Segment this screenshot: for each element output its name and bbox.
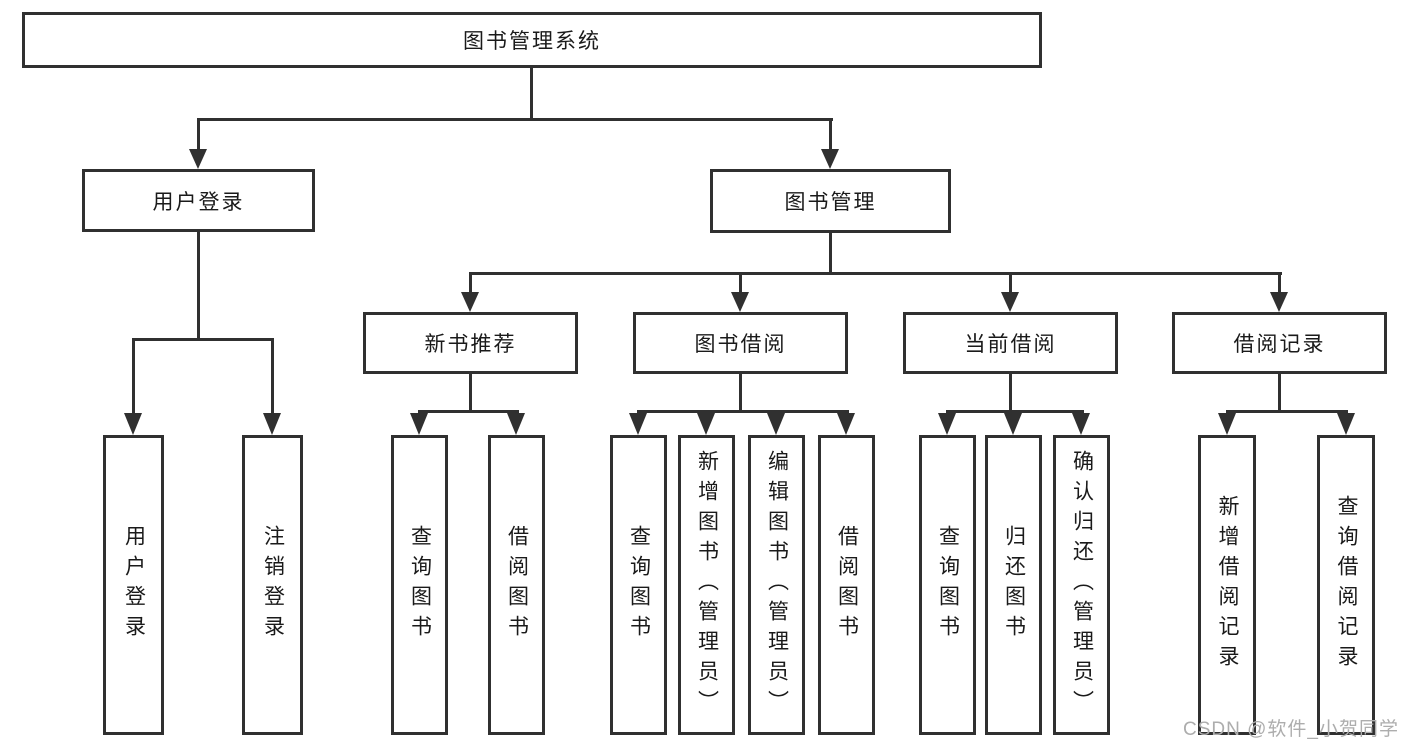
connector-recommend-horizontal — [418, 410, 519, 413]
leaf-borrow-books: 借阅图书 — [818, 435, 875, 735]
connector-login-horizontal — [132, 338, 274, 341]
leaf-user-login-label: 用户登录 — [122, 525, 146, 645]
watermark: CSDN @软件_小贺同学 — [1183, 719, 1399, 740]
leaf-query-books-borrowing-label: 查询图书 — [627, 525, 651, 645]
node-root: 图书管理系统 — [22, 12, 1042, 68]
connector-stub — [271, 338, 274, 415]
leaf-logout-label: 注销登录 — [261, 525, 285, 645]
leaf-return-books-label: 归还图书 — [1002, 525, 1026, 645]
leaf-add-borrow-record: 新增借阅记录 — [1198, 435, 1256, 735]
arrow-down-icon — [697, 413, 715, 435]
leaf-add-book-admin: 新增图书（管理员） — [678, 435, 735, 735]
leaf-confirm-return-admin-label: 确认归还（管理员） — [1070, 450, 1094, 720]
leaf-query-books-current-label: 查询图书 — [936, 525, 960, 645]
connector-root-vertical — [530, 68, 533, 118]
arrow-down-icon — [1218, 413, 1236, 435]
arrow-down-icon — [938, 413, 956, 435]
node-book-management-label: 图书管理 — [784, 191, 877, 214]
leaf-return-books: 归还图书 — [985, 435, 1042, 735]
arrow-down-icon — [1072, 413, 1090, 435]
leaf-logout: 注销登录 — [242, 435, 303, 735]
leaf-user-login: 用户登录 — [103, 435, 164, 735]
node-new-book-recommend-label: 新书推荐 — [424, 333, 517, 356]
arrow-down-icon — [461, 292, 479, 312]
connector-stub — [739, 272, 742, 294]
node-current-borrowing: 当前借阅 — [903, 312, 1118, 374]
connector-level3-horizontal — [469, 272, 1282, 275]
leaf-query-borrow-record: 查询借阅记录 — [1317, 435, 1375, 735]
connector-records-vertical — [1278, 374, 1281, 413]
leaf-borrow-books-recommend-label: 借阅图书 — [505, 525, 529, 645]
leaf-add-book-admin-label: 新增图书（管理员） — [695, 450, 719, 720]
arrow-down-icon — [124, 413, 142, 435]
leaf-query-books-borrowing: 查询图书 — [610, 435, 667, 735]
arrow-down-icon — [821, 149, 839, 169]
arrow-down-icon — [1337, 413, 1355, 435]
leaf-edit-book-admin-label: 编辑图书（管理员） — [765, 450, 789, 720]
leaf-query-books-recommend-label: 查询图书 — [408, 525, 432, 645]
leaf-edit-book-admin: 编辑图书（管理员） — [748, 435, 805, 735]
leaf-query-books-recommend: 查询图书 — [391, 435, 448, 735]
node-borrowing-records: 借阅记录 — [1172, 312, 1387, 374]
arrow-down-icon — [767, 413, 785, 435]
connector-current-horizontal — [946, 410, 1084, 413]
leaf-query-borrow-record-label: 查询借阅记录 — [1335, 495, 1358, 675]
node-user-login: 用户登录 — [82, 169, 315, 232]
node-borrowing-records-label: 借阅记录 — [1233, 333, 1326, 356]
node-user-login-label: 用户登录 — [152, 190, 245, 214]
connector-management-vertical — [829, 232, 832, 275]
arrow-down-icon — [189, 149, 207, 169]
connector-borrowing-horizontal — [637, 410, 849, 413]
arrow-down-icon — [837, 413, 855, 435]
connector-borrowing-vertical — [739, 374, 742, 413]
arrow-down-icon — [1270, 292, 1288, 312]
arrow-down-icon — [629, 413, 647, 435]
connector-stub — [469, 272, 472, 294]
arrow-down-icon — [1004, 413, 1022, 435]
connector-stub — [197, 118, 200, 151]
connector-level2-horizontal — [197, 118, 833, 121]
connector-stub — [132, 338, 135, 415]
arrow-down-icon — [731, 292, 749, 312]
node-book-borrowing: 图书借阅 — [633, 312, 848, 374]
node-root-label: 图书管理系统 — [463, 30, 601, 53]
node-book-management: 图书管理 — [710, 169, 951, 233]
node-current-borrowing-label: 当前借阅 — [964, 333, 1057, 356]
connector-login-vertical — [197, 232, 200, 341]
leaf-query-books-current: 查询图书 — [919, 435, 976, 735]
arrow-down-icon — [263, 413, 281, 435]
leaf-borrow-books-label: 借阅图书 — [835, 525, 859, 645]
connector-stub — [1278, 272, 1281, 294]
connector-stub — [1009, 272, 1012, 294]
leaf-add-borrow-record-label: 新增借阅记录 — [1216, 495, 1239, 675]
leaf-confirm-return-admin: 确认归还（管理员） — [1053, 435, 1110, 735]
connector-current-vertical — [1009, 374, 1012, 413]
arrow-down-icon — [1001, 292, 1019, 312]
node-new-book-recommend: 新书推荐 — [363, 312, 578, 374]
connector-records-horizontal — [1226, 410, 1348, 413]
arrow-down-icon — [410, 413, 428, 435]
leaf-borrow-books-recommend: 借阅图书 — [488, 435, 545, 735]
node-book-borrowing-label: 图书借阅 — [694, 333, 787, 356]
arrow-down-icon — [507, 413, 525, 435]
connector-stub — [829, 118, 832, 151]
connector-recommend-vertical — [469, 374, 472, 413]
